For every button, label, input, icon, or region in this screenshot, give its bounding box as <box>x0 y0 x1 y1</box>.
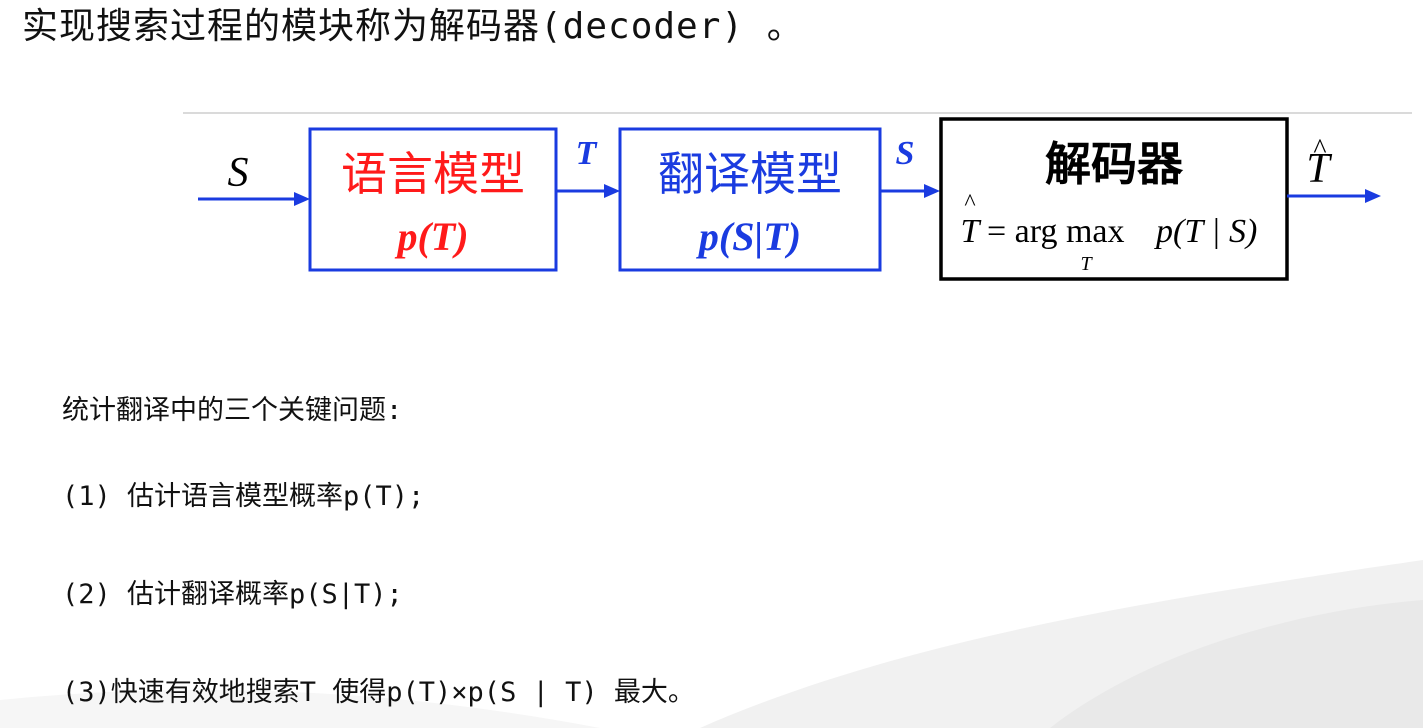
translation-model-formula: p(S|T) <box>696 214 801 259</box>
question-item-3: (3)快速有效地搜索T 使得p(T)×p(S | T) 最大。 <box>62 677 695 708</box>
decoder-formula-rhs: p(T | S) <box>1154 213 1257 250</box>
translation-model-box <box>618 127 882 272</box>
decoder-formula-hat: ^ <box>964 190 975 216</box>
decoder-title: 解码器 <box>1045 137 1184 191</box>
decoder-formula-eq: = arg max <box>987 213 1125 250</box>
output-label: T <box>1306 146 1332 192</box>
intro-text: 实现搜索过程的模块称为解码器(decoder) 。 <box>22 6 804 47</box>
input-label: S <box>228 150 249 196</box>
decoder-pipeline-diagram: S 语言模型 p(T) T 翻译模型 p(S|T) S 解码器 ^ T = ar… <box>183 112 1412 281</box>
link-label-2: S <box>896 135 915 172</box>
decoder-formula-sub: T <box>1080 253 1093 275</box>
link-arrow-1-head <box>604 184 620 198</box>
output-arrow-head <box>1365 189 1381 203</box>
input-arrow-head <box>294 192 310 206</box>
output-label-hat: ^ <box>1313 134 1326 165</box>
translation-model-title: 翻译模型 <box>658 147 842 201</box>
language-model-formula: p(T) <box>394 214 468 259</box>
language-model-box <box>308 127 558 272</box>
decoder-box <box>939 117 1289 281</box>
questions-heading: 统计翻译中的三个关键问题: <box>62 395 403 426</box>
link-label-1: T <box>576 135 598 172</box>
decoder-formula-lhs: T <box>961 213 982 250</box>
link-arrow-2-head <box>924 184 940 198</box>
question-item-1: (1) 估计语言模型概率p(T); <box>62 481 425 512</box>
language-model-title: 语言模型 <box>341 147 525 201</box>
question-item-2: (2) 估计翻译概率p(S|T); <box>62 579 403 610</box>
